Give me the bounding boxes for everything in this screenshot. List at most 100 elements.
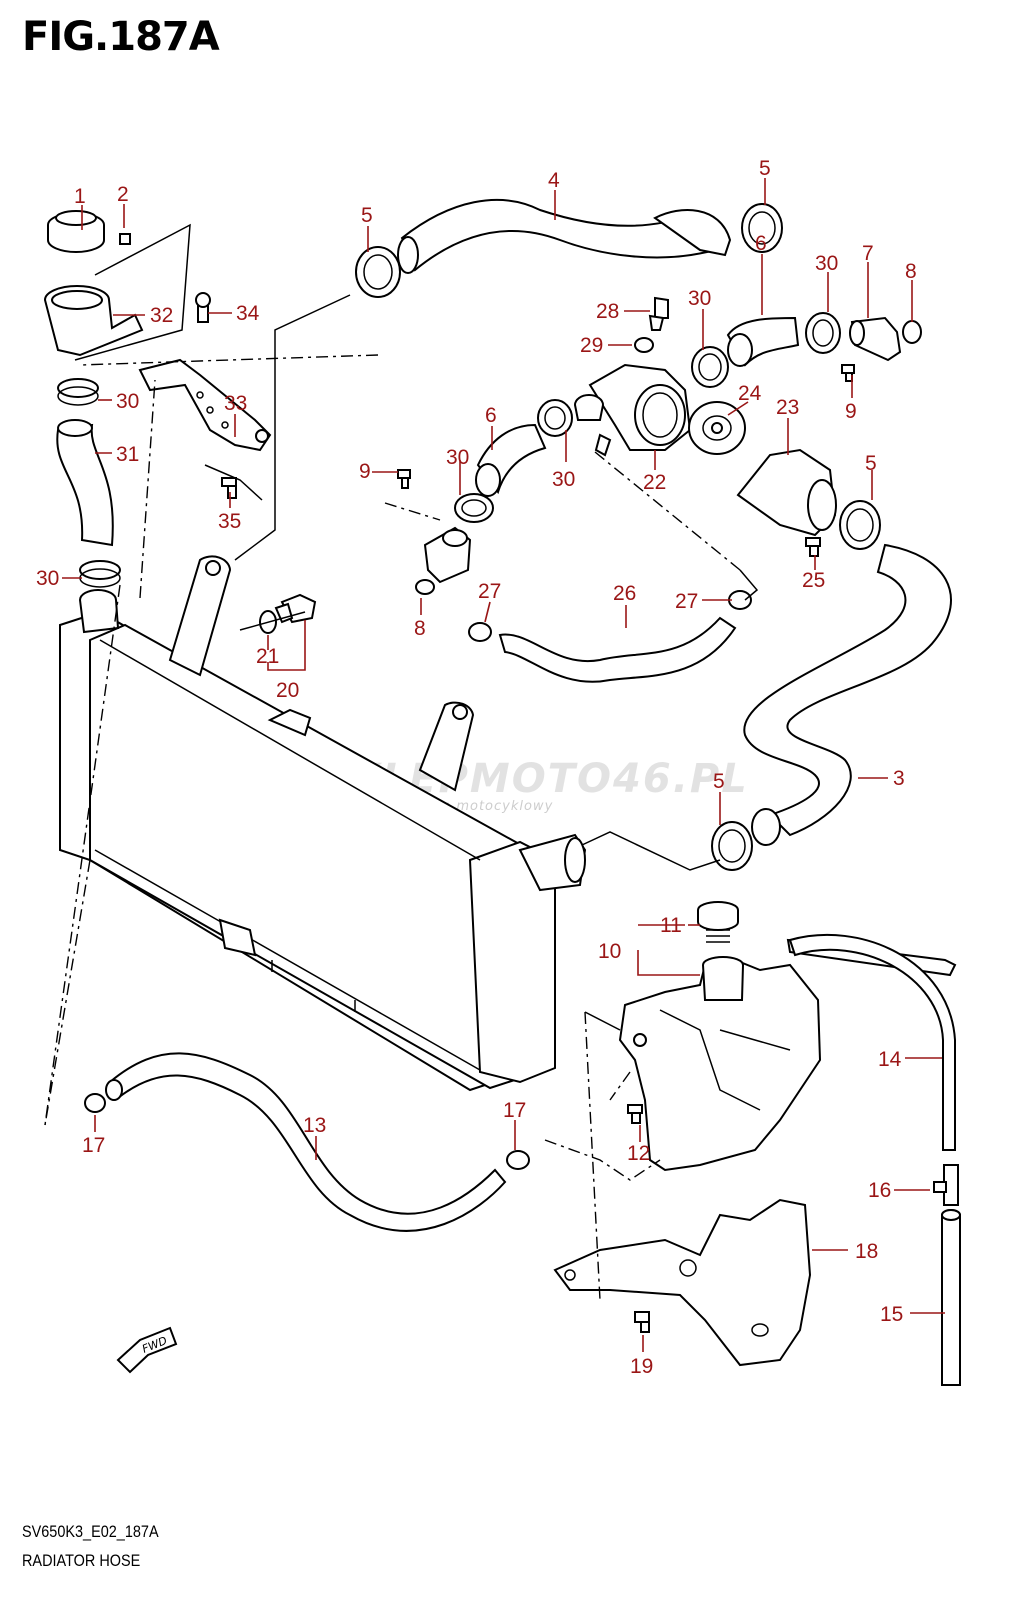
hose-6-lower [475,423,547,497]
clamp-17-a [84,1093,106,1113]
callout-8-b: 8 [414,617,426,640]
callout-27-a: 27 [478,580,501,603]
callout-30-f: 30 [552,468,575,491]
callout-14: 14 [878,1048,902,1071]
hose-4 [397,199,732,274]
bolt-19 [634,1311,650,1333]
leader-lines [62,178,945,1352]
callout-9-b: 9 [359,460,371,483]
gasket-29 [634,337,654,353]
clamp-30-e [537,399,573,437]
hose-6-upper [726,316,800,367]
figure-title: FIG.187A [22,14,220,60]
callout-15: 15 [880,1303,903,1326]
union-fitting [423,526,472,584]
bracket-33 [138,358,272,452]
clamp-30-f [454,493,494,523]
bracket-outline [74,223,191,361]
callout-8-a: 8 [905,260,917,283]
hose-13 [105,1052,507,1232]
thermostat-case-22 [573,363,692,457]
clamp-27-b [728,590,752,610]
callout-29: 29 [580,334,603,357]
callout-21: 21 [256,645,279,668]
figure-caption: RADIATOR HOSE [22,1551,141,1570]
callout-25: 25 [802,569,825,592]
callout-6-a: 6 [755,232,767,255]
clamp-5-d [711,821,753,871]
clamp-30-d [691,346,729,388]
callout-30-d: 30 [688,287,711,310]
callout-35: 35 [218,510,241,533]
sensor-28 [648,296,669,331]
clamp-27-a [468,622,492,642]
clamp-30-lower [79,560,121,588]
callout-30-b: 30 [36,567,59,590]
callout-9-a: 9 [845,400,857,423]
clamp-5-a [355,246,401,298]
callout-19: 19 [630,1355,653,1378]
callout-3: 3 [893,767,905,790]
hose-31 [56,419,114,547]
fitting-7 [849,316,902,362]
callout-34: 34 [236,302,260,325]
fwd-arrow-icon: FWD [116,1326,178,1374]
clamp-17-b [506,1150,530,1170]
callout-5-a: 5 [361,204,373,227]
callout-24: 24 [738,382,762,405]
bolt-25 [805,537,821,557]
hose-14 [788,933,956,1151]
hose-15 [941,1209,961,1386]
callout-2: 2 [117,183,129,206]
callout-23: 23 [776,396,799,419]
clamp-5-c [839,500,881,550]
callout-16: 16 [868,1179,891,1202]
callout-28: 28 [596,300,619,323]
callout-30-e: 30 [446,446,469,469]
hose-3 [743,543,952,846]
sensor-20 [274,593,317,624]
bracket-18 [553,1198,812,1367]
callout-5-b: 5 [759,157,771,180]
clamp-30-c [805,312,841,354]
assembly-lines [44,294,759,1301]
callout-5-d: 5 [713,770,725,793]
o-ring-8-a [902,320,922,344]
filler-neck [43,285,211,357]
o-ring-8-b [415,579,435,595]
thermostat-24 [688,401,746,455]
callout-5-c: 5 [865,452,877,475]
callout-17-a: 17 [82,1134,105,1157]
callout-22: 22 [643,471,666,494]
callout-26: 26 [613,582,636,605]
callout-17-b: 17 [503,1099,526,1122]
callout-6-b: 6 [485,404,497,427]
callout-33: 33 [224,392,247,415]
cover-23 [736,448,837,537]
callout-30-c: 30 [815,252,838,275]
clamp-5-b [741,203,783,253]
callout-20: 20 [276,679,299,702]
callout-10: 10 [598,940,621,963]
callout-30-a: 30 [116,390,139,413]
callout-32: 32 [150,304,173,327]
radiator [59,555,587,1092]
tank-cap-11 [697,901,739,943]
clamp-30-upper [57,378,99,406]
callout-27-b: 27 [675,590,698,613]
bolt-35 [221,477,237,499]
callout-1: 1 [74,185,86,208]
callout-4: 4 [548,169,560,192]
figure-code: SV650K3_E02_187A [22,1522,159,1541]
callout-11: 11 [660,914,682,937]
bolt-9-b [397,469,411,489]
joint-16 [933,1164,959,1206]
callout-31: 31 [116,443,139,466]
callout-12: 12 [627,1142,650,1165]
radiator-cap [47,210,131,253]
callout-labels: 1 2 32 34 30 33 31 35 30 21 20 5 4 5 6 3… [36,157,917,1378]
callout-18: 18 [855,1240,878,1263]
callout-13: 13 [303,1114,326,1137]
hose-26 [498,616,737,683]
